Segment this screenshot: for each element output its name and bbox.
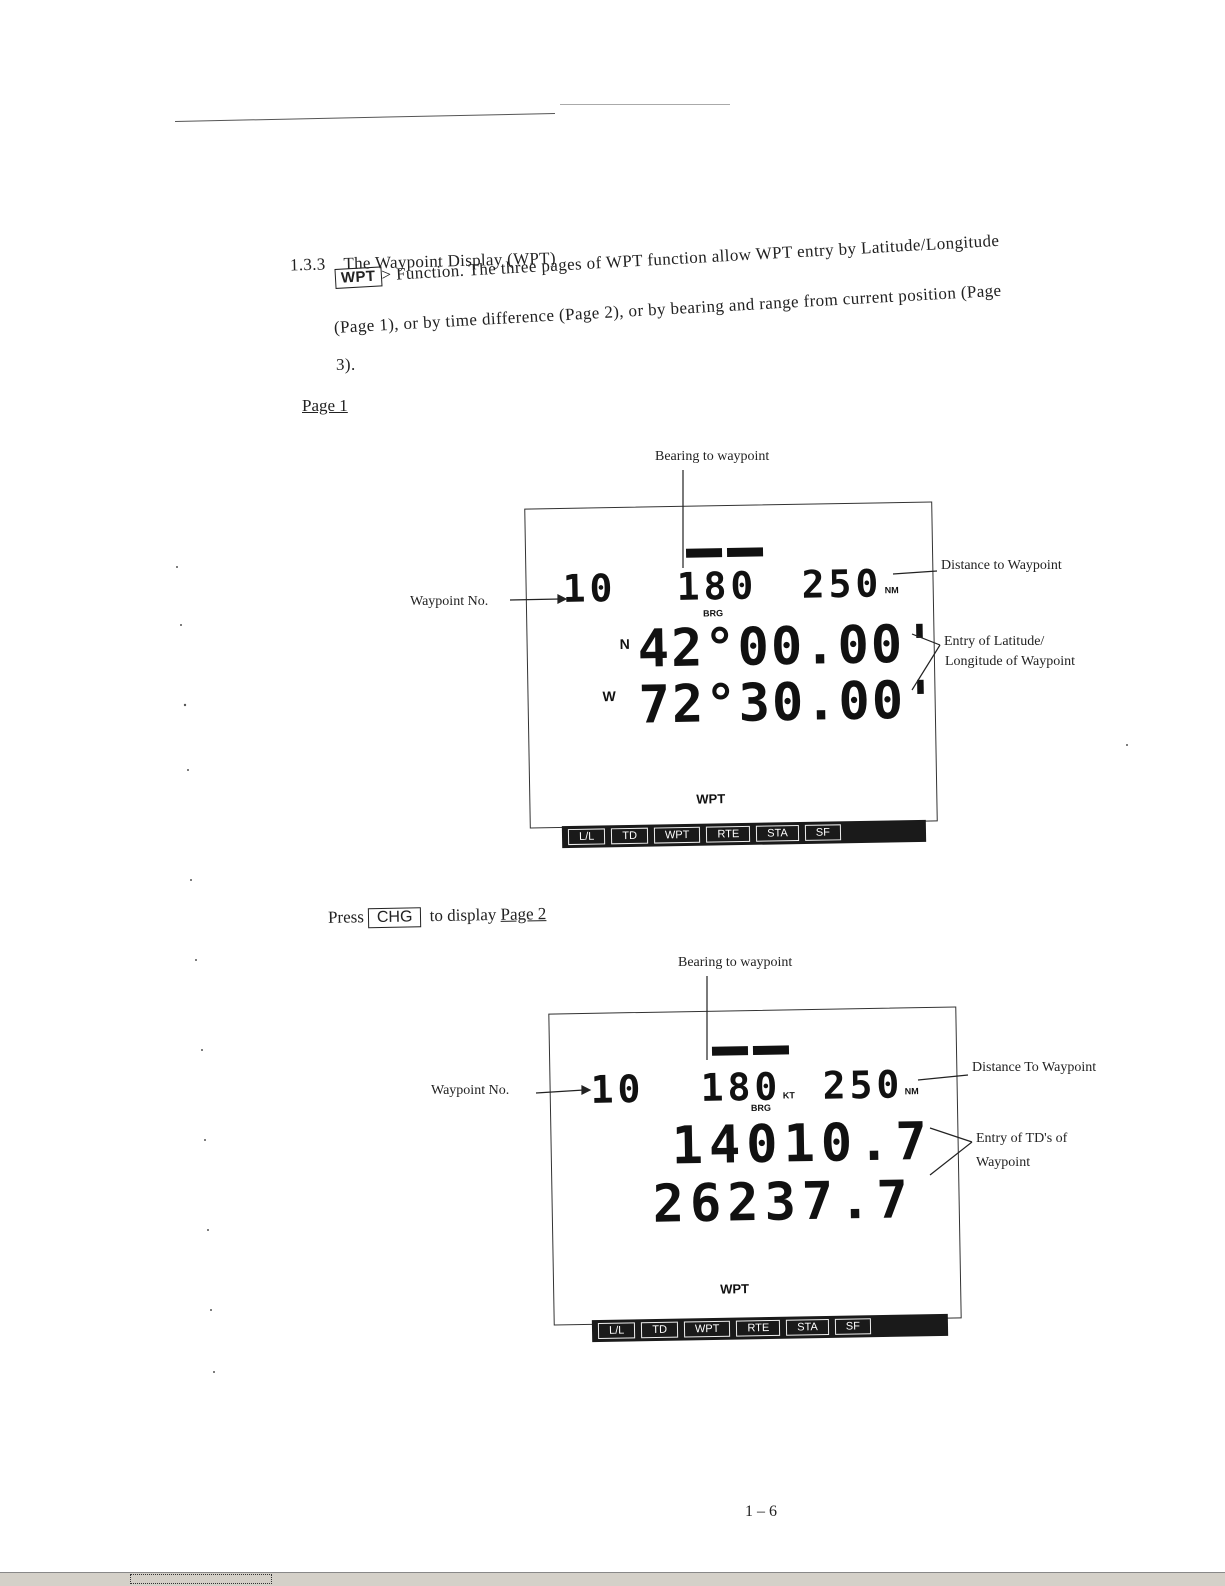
page2-bearing-bar-left [711, 1046, 749, 1056]
scrollbar-thumb[interactable] [130, 1574, 272, 1584]
page2-td2-value: 26237.7 [652, 1170, 915, 1235]
page2-link[interactable]: Page 2 [500, 904, 547, 924]
page1-brg-label: BRG [703, 608, 724, 619]
page1-waypoint-no-annotation: Waypoint No. [410, 594, 489, 609]
page1-entry-annotation-1: Entry of Latitude/ [944, 634, 1045, 649]
page2-bearing-annotation: Bearing to waypoint [678, 955, 793, 970]
page1-nm-label: NM [884, 585, 899, 596]
page2-waypoint-no: 10 [590, 1066, 645, 1112]
page1-bearing-value: 180 [676, 563, 758, 609]
page1-lcd-display: 10 180 BRG 250 NM N 42°00.00' W 72°30.00… [524, 501, 939, 829]
page1-mode-label: WPT [696, 791, 726, 807]
section-number: 1.3.3 [289, 254, 326, 275]
page2-waypoint-no-annotation: Waypoint No. [431, 1083, 510, 1098]
page1-key-wpt[interactable]: WPT [653, 826, 701, 844]
page1-latitude-value: 42°00.00' [637, 614, 938, 680]
page1-heading: Page 1 [302, 396, 348, 415]
page1-bearing-annotation: Bearing to waypoint [655, 449, 770, 464]
page1-key-sf[interactable]: SF [804, 824, 841, 841]
page2-key-ll[interactable]: L/L [597, 1322, 636, 1340]
page2-nm-label: NM [904, 1086, 919, 1097]
page1-key-ll[interactable]: L/L [567, 828, 606, 846]
page2-key-sf[interactable]: SF [834, 1318, 871, 1335]
header-rule [175, 113, 555, 122]
page2-key-rte[interactable]: RTE [736, 1319, 781, 1337]
page1-key-sta[interactable]: STA [756, 825, 799, 842]
intro-text-2: (Page 1), or by time difference (Page 2)… [333, 280, 1002, 337]
page1-waypoint-no: 10 [562, 565, 617, 611]
page2-brg-label: BRG [750, 1102, 772, 1114]
page2-mode-label: WPT [720, 1281, 750, 1297]
bottom-scrollbar[interactable] [0, 1572, 1225, 1586]
page1-lat-prefix: N [619, 635, 630, 652]
page2-key-sta[interactable]: STA [786, 1318, 829, 1336]
page1-distance-annotation: Distance to Waypoint [941, 558, 1062, 573]
page1-key-rte[interactable]: RTE [706, 825, 751, 843]
page2-distance-annotation: Distance To Waypoint [972, 1060, 1097, 1075]
page2-td1-value: 14010.7 [671, 1111, 934, 1177]
page2-entry-annotation-2: Waypoint [976, 1155, 1031, 1170]
page2-lcd-display: 10 180 KT BRG 250 NM 14010.7 26237.7 WPT [548, 1006, 962, 1326]
page2-key-td[interactable]: TD [641, 1321, 679, 1339]
page2-bearing-bar-right [752, 1045, 790, 1056]
page1-bearing-bar-right [726, 547, 764, 558]
header-rule-faint [560, 104, 730, 105]
page2-distance-value: 250 [822, 1062, 904, 1108]
intro-line-3: 3). [336, 355, 356, 375]
page-number: 1 – 6 [745, 1503, 777, 1520]
page1-entry-annotation-2: Longitude of Waypoint [945, 654, 1076, 669]
page1-key-td[interactable]: TD [611, 827, 649, 845]
page2-kt-label: KT [782, 1090, 795, 1101]
press-prefix: Press [327, 907, 365, 927]
page1-longitude-value: 72°30.00' [638, 670, 939, 736]
wpt-key-icon: WPT [334, 266, 383, 289]
page1-distance-value: 250 [801, 561, 883, 607]
page2-entry-annotation-1: Entry of TD's of [976, 1131, 1068, 1146]
page1-bearing-bar-left [685, 548, 723, 558]
intro-line-2: (Page 1), or by time difference (Page 2)… [333, 281, 1002, 338]
page2-key-wpt[interactable]: WPT [683, 1320, 731, 1338]
page1-lon-prefix: W [602, 688, 616, 705]
chg-key-icon: CHG [367, 907, 422, 929]
press-middle: to display [429, 904, 497, 926]
intro-text-3: 3). [336, 355, 356, 374]
